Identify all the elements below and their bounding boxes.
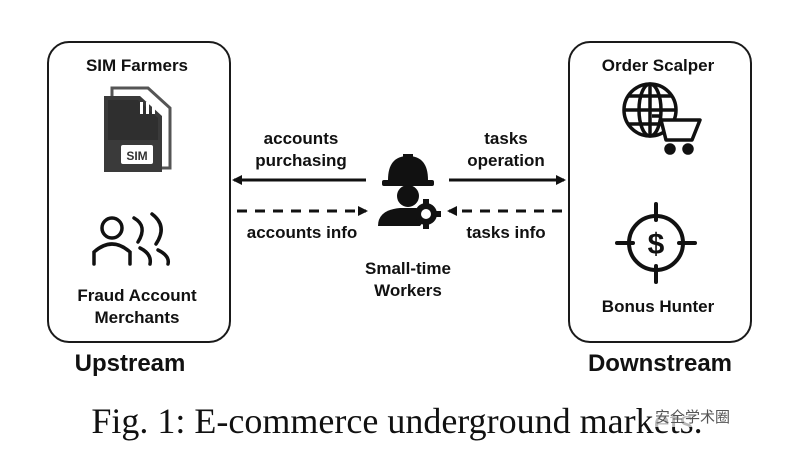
fraud-merchants-label-line1: Fraud Account [77, 286, 197, 305]
downstream-label: Downstream [587, 350, 733, 377]
small-time-workers-line1: Small-time [365, 259, 451, 278]
globe-cart-icon [622, 82, 702, 155]
figure-caption: Fig. 1: E-commerce underground markets. [91, 401, 703, 441]
watermark: 安全学术圈 [652, 406, 734, 427]
sim-card-text: SIM [126, 149, 147, 163]
tasks-info-label: tasks info [466, 223, 546, 242]
accounts-purchasing-label-line2: purchasing [255, 151, 347, 170]
accounts-info-label: accounts info [246, 223, 358, 242]
accounts-purchasing-label-line1: accounts [263, 129, 339, 148]
upstream-label: Upstream [74, 350, 186, 377]
sim-card-icon: SIM [104, 86, 172, 172]
tasks-operation-label-line1: tasks [484, 129, 528, 148]
worker-gear-icon [378, 154, 441, 229]
tasks-operation-label-line2: operation [467, 151, 545, 170]
order-scalper-label: Order Scalper [601, 56, 715, 75]
sim-farmers-label: SIM Farmers [85, 56, 189, 75]
target-dollar-icon: $ [615, 202, 697, 284]
fraud-merchants-label-line2: Merchants [94, 308, 180, 327]
people-group-icon [92, 212, 171, 266]
dollar-sign: $ [648, 228, 665, 261]
small-time-workers-line2: Workers [374, 281, 442, 300]
bonus-hunter-label: Bonus Hunter [601, 297, 715, 316]
downstream-box [568, 41, 752, 343]
